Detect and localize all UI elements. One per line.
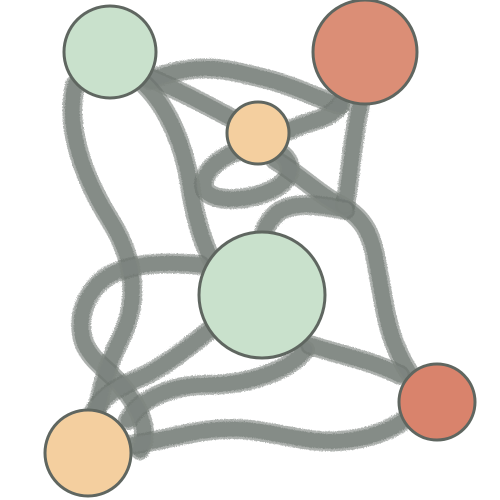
node-upper-middle-peach[interactable]: [225, 100, 291, 166]
rope-edge[interactable]: [337, 97, 368, 213]
node-lower-right-red[interactable]: [397, 362, 477, 442]
rope-edge[interactable]: [267, 152, 423, 388]
nodes: [43, 0, 477, 498]
node-top-left-green[interactable]: [62, 4, 158, 100]
node-top-right-red[interactable]: [311, 0, 419, 106]
node-bottom-left-peach[interactable]: [43, 408, 133, 498]
rope-edge[interactable]: [142, 60, 348, 113]
node-center-green[interactable]: [197, 230, 327, 360]
rope-edge[interactable]: [137, 77, 223, 273]
rope-edges: [62, 58, 425, 460]
rope-edge[interactable]: [82, 322, 218, 428]
rope-edge[interactable]: [282, 97, 348, 138]
rope-edge[interactable]: [302, 337, 408, 383]
rope-edge[interactable]: [122, 407, 418, 453]
rope-edge[interactable]: [120, 342, 313, 428]
rope-edge[interactable]: [142, 70, 243, 128]
